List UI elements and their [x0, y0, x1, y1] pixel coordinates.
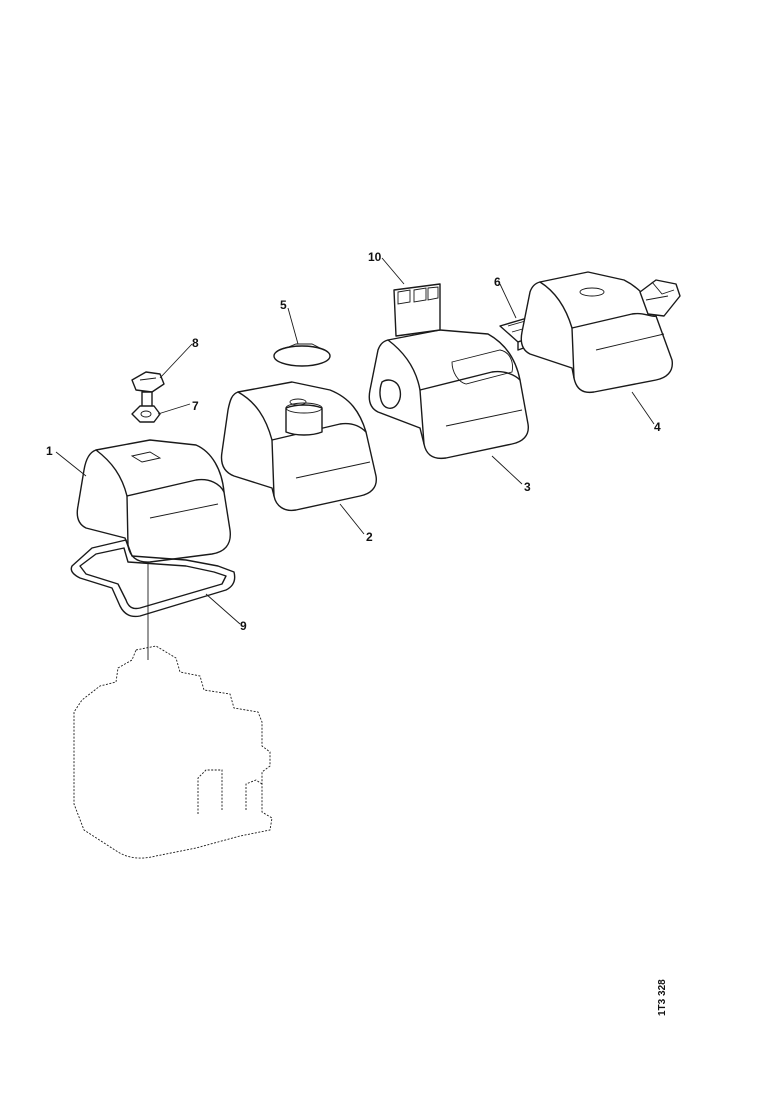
engine-outline [73, 645, 273, 859]
callout-10: 10 [368, 250, 382, 264]
callout-9: 9 [240, 619, 247, 633]
callout-1: 1 [46, 444, 53, 458]
washer-part-7 [131, 405, 161, 423]
cover-part-4 [520, 271, 681, 394]
callout-8: 8 [192, 336, 199, 350]
filter-part-10 [393, 283, 441, 337]
leader-lines [55, 257, 655, 625]
gasket-part-9 [70, 539, 236, 618]
cover-part-2 [220, 381, 377, 512]
screw-part-8 [131, 371, 165, 409]
callout-7: 7 [192, 399, 199, 413]
callout-2: 2 [366, 530, 373, 544]
callout-labels: 1 2 3 4 5 6 7 8 9 10 [46, 250, 661, 633]
callout-5: 5 [280, 298, 287, 312]
figure-code: 1T3 328 [657, 979, 668, 1016]
cover-part-1 [76, 439, 231, 563]
callout-3: 3 [524, 480, 531, 494]
callout-4: 4 [654, 420, 661, 434]
cover-part-3 [368, 329, 529, 460]
callout-6: 6 [494, 275, 501, 289]
cap-part-5 [273, 343, 331, 367]
